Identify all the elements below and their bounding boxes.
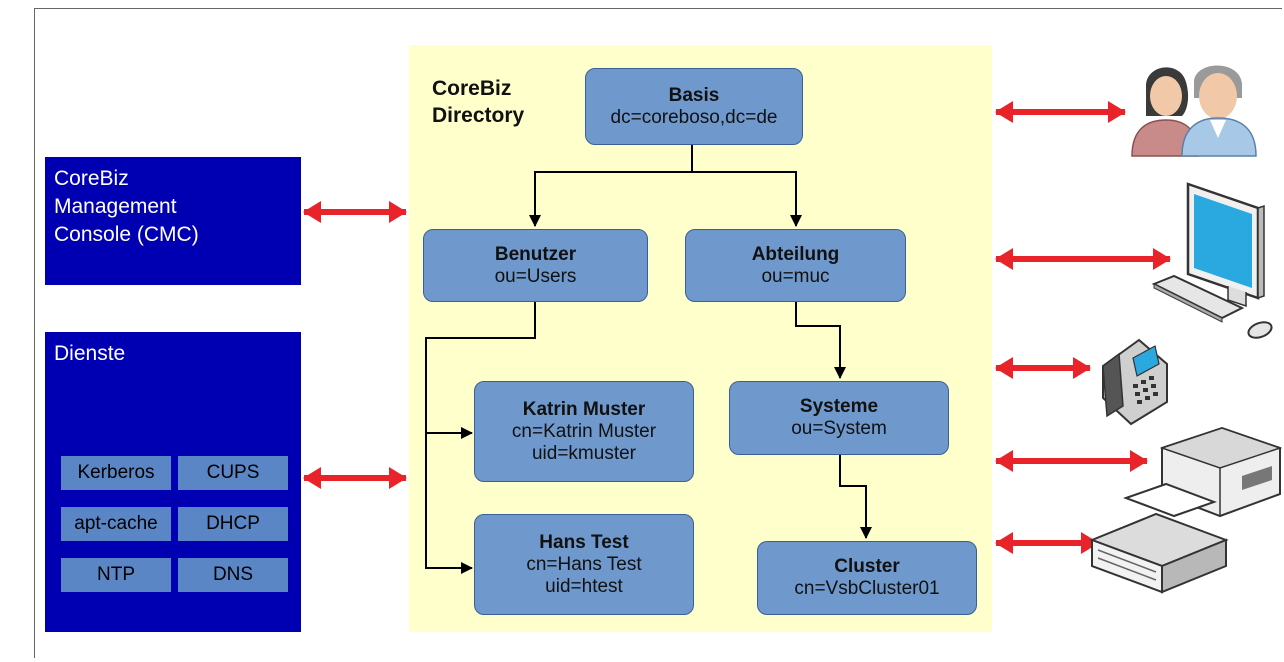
node-benutzer-dn: ou=Users [494, 265, 577, 287]
service-ntp: NTP [61, 558, 171, 592]
directory-title: CoreBiz Directory [432, 77, 525, 127]
node-basis-dn: dc=coreboso,dc=de [610, 106, 778, 128]
node-abteilung-dn: ou=muc [761, 265, 830, 287]
service-apt-cache: apt-cache [61, 507, 171, 541]
dienste-title: Dienste [54, 342, 126, 365]
node-hans-test: Hans Test cn=Hans Test uid=htest [474, 514, 694, 615]
diagram-frame [34, 8, 1282, 658]
desktop-computer-icon [1151, 182, 1273, 339]
users-icon [1131, 65, 1257, 157]
node-benutzer-title: Benutzer [494, 243, 577, 265]
edge-basis-abteilung [692, 171, 802, 227]
node-basis-title: Basis [668, 84, 720, 106]
node-abteilung-title: Abteilung [751, 243, 840, 265]
cmc-box: CoreBiz Management Console (CMC) [45, 157, 301, 285]
node-katrin-muster: Katrin Muster cn=Katrin Muster uid=kmust… [474, 381, 694, 482]
node-systeme: Systeme ou=System [729, 381, 949, 455]
node-katrin-title: Katrin Muster [522, 398, 646, 420]
edge-benutzer-hans [425, 302, 536, 574]
edge-basis-benutzer [529, 145, 693, 227]
red-arrows [303, 101, 1171, 554]
node-hans-cn: cn=Hans Test [526, 553, 642, 575]
service-dns: DNS [178, 558, 288, 592]
service-dhcp: DHCP [178, 507, 288, 541]
node-katrin-uid: uid=kmuster [531, 442, 637, 464]
node-abteilung: Abteilung ou=muc [685, 229, 906, 302]
node-cluster-title: Cluster [834, 556, 900, 577]
node-benutzer: Benutzer ou=Users [423, 229, 648, 302]
node-cluster: Cluster cn=VsbCluster01 [757, 541, 977, 615]
node-hans-title: Hans Test [539, 531, 629, 553]
printer-icon [1123, 426, 1283, 518]
server-icon [1089, 512, 1229, 594]
service-cups: CUPS [178, 456, 288, 490]
service-kerberos: Kerberos [61, 456, 171, 490]
edge-abteilung-systeme [795, 302, 846, 379]
ip-phone-icon [1102, 338, 1168, 426]
node-cluster-dn: cn=VsbCluster01 [794, 578, 940, 599]
node-katrin-cn: cn=Katrin Muster [511, 420, 657, 442]
node-hans-uid: uid=htest [545, 575, 623, 597]
node-basis: Basis dc=coreboso,dc=de [585, 68, 803, 145]
node-systeme-title: Systeme [799, 396, 879, 417]
tree-connectors [425, 145, 872, 574]
edge-systeme-cluster [839, 455, 872, 539]
node-systeme-dn: ou=System [791, 418, 887, 439]
cmc-label: CoreBiz Management Console (CMC) [54, 167, 199, 246]
